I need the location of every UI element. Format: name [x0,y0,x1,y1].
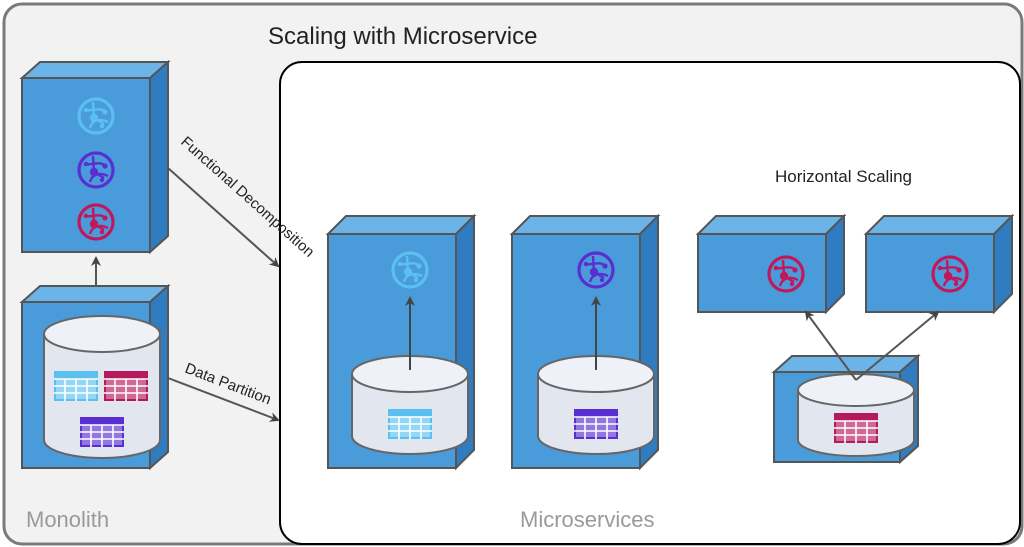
functional-decomposition-arrow [167,167,280,268]
monolith-database-server [19,283,171,471]
microservice-box-1 [325,213,477,471]
scaled-database-box [771,353,921,465]
diagram-title: Scaling with Microservice [268,23,537,50]
table-icon-magenta [833,412,879,444]
scaling-arrow-right [855,310,940,381]
scaled-service-box-2 [863,213,1015,315]
data-partition-arrow [167,377,280,422]
microservice-box-2 [509,213,661,471]
table-icon-light [53,370,99,402]
monolith-app-server [19,59,171,255]
database-cylinder-icon [43,315,161,353]
microservices-label: Microservices [520,507,654,532]
monolith-label: Monolith [26,507,109,532]
table-icon-magenta [103,370,149,402]
database-cylinder-icon [797,373,915,407]
table-icon-purple [573,408,619,440]
table-icon-light [387,408,433,440]
scaled-service-box-1 [695,213,847,315]
scaling-arrow-left [804,310,857,381]
horizontal-scaling-label: Horizontal Scaling [775,167,912,186]
table-icon-purple [79,416,125,448]
